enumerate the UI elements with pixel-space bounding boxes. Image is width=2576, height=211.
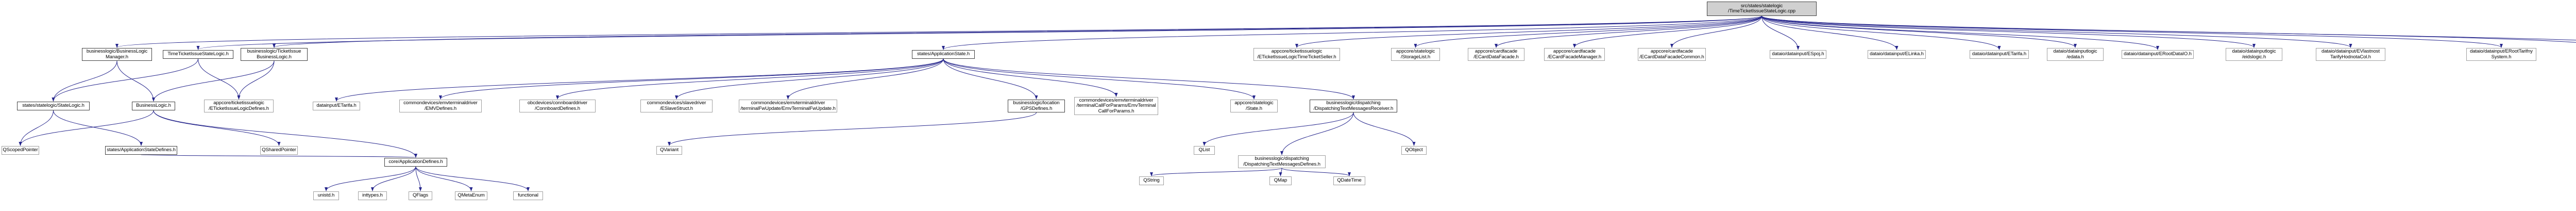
graph-edge: [153, 110, 281, 146]
graph-edge: [1295, 15, 1762, 48]
graph-node-appstatedefines[interactable]: states/ApplicationStateDefines.h: [105, 146, 177, 155]
graph-edge: [942, 15, 1762, 50]
graph-node-qdatetime[interactable]: QDateTime: [1333, 176, 1365, 185]
graph-edge: [1279, 168, 1282, 176]
graph-edge: [1761, 15, 2159, 50]
graph-edge: [943, 58, 1355, 100]
graph-node-storagelist[interactable]: appcore/statelogic /StorageList.h: [1391, 48, 1440, 61]
graph-node-emvcallparams[interactable]: commondevices/emvterminaldriver /termina…: [1074, 97, 1158, 115]
graph-node-appdefines[interactable]: core/ApplicationDefines.h: [384, 158, 447, 167]
graph-node-blmanager[interactable]: businesslogic/BusinessLogic Manager.h: [82, 48, 152, 61]
graph-edge: [197, 15, 1762, 50]
graph-edge: [1281, 168, 1351, 176]
graph-edge: [273, 15, 1762, 48]
graph-node-gpsdefines[interactable]: businesslogic/location /GPSDefines.h: [1008, 100, 1065, 112]
graph-edge: [1150, 168, 1282, 176]
graph-node-etilts[interactable]: appcore/ticketissuelogic /ETicketIssueLo…: [1253, 48, 1340, 61]
graph-edge: [1761, 15, 2576, 43]
graph-edge: [1761, 15, 1800, 50]
graph-edge: [237, 60, 275, 100]
graph-node-dispatching[interactable]: businesslogic/dispatching /DispatchingTe…: [1310, 100, 1397, 112]
graph-edge: [1761, 15, 1899, 50]
graph-node-qmetaenum[interactable]: QMetaEnum: [455, 191, 487, 200]
graph-node-etarifa2[interactable]: dataio/datainput/ETarifa.h: [1970, 50, 2029, 59]
graph-node-evlastnost[interactable]: dataio/datainput/EVlastnost TarifyHodnot…: [2316, 48, 2385, 61]
graph-edge: [52, 58, 198, 102]
graph-node-statelogic[interactable]: states/statelogic/StateLogic.h: [17, 102, 90, 110]
graph-edge: [668, 112, 1037, 146]
graph-edge: [1573, 15, 1762, 48]
graph-node-etilDefines[interactable]: appcore/ticketissuelogic /ETicketIssueLo…: [204, 100, 274, 112]
graph-node-qmap[interactable]: QMap: [1269, 176, 1292, 185]
graph-node-qstring[interactable]: QString: [1139, 176, 1164, 185]
graph-node-edata[interactable]: dataio/datainputlogic /edata.h: [2047, 48, 2104, 61]
graph-node-state[interactable]: appcore/statelogic /State.h: [1230, 100, 1278, 112]
graph-node-espoj[interactable]: dataio/datainput/ESpoj.h: [1770, 50, 1826, 59]
graph-node-functional[interactable]: functional: [513, 191, 543, 200]
graph-edge: [943, 58, 1256, 100]
graph-node-emvdefines[interactable]: commondevices/emvterminaldriver /EMVDefi…: [399, 100, 482, 112]
graph-edge: [439, 58, 944, 100]
graph-edge: [1280, 112, 1354, 155]
graph-node-elinka[interactable]: dataio/datainput/ELinka.h: [1868, 50, 1926, 59]
graph-edge: [1670, 15, 1762, 48]
graph-edge: [1414, 15, 1762, 48]
graph-edge: [943, 58, 1118, 97]
graph-edge: [415, 166, 473, 191]
graph-edge: [786, 58, 944, 100]
graph-edge: [1761, 15, 2576, 41]
graph-node-tibl[interactable]: businesslogic/TicketIssue BusinessLogic.…: [241, 48, 308, 61]
graph-edge: [1761, 15, 2503, 48]
graph-node-ecarddatacommon[interactable]: appcore/cardfacade /ECardDataFacadeCommo…: [1638, 48, 1706, 61]
graph-node-inttypes[interactable]: inttypes.h: [358, 191, 387, 200]
graph-edge: [52, 60, 117, 102]
graph-edge: [1495, 15, 1762, 48]
graph-node-etarifa1[interactable]: datainput/ETarifa.h: [313, 102, 360, 110]
graph-node-qvariant[interactable]: QVariant: [656, 146, 682, 155]
graph-edge: [325, 166, 416, 191]
graph-edge: [19, 110, 54, 146]
graph-node-ecardfmgr[interactable]: appcore/cardfacade /ECardFacadeManager.h: [1544, 48, 1605, 61]
graph-node-qflags[interactable]: QFlags: [409, 191, 432, 200]
graph-edge: [141, 153, 417, 158]
graph-edge: [19, 110, 154, 146]
graph-edge: [152, 60, 275, 102]
graph-node-eidslogic[interactable]: dataio/datainputlogic /eidslogic.h: [2226, 48, 2282, 61]
graph-edge: [1202, 112, 1354, 146]
graph-edge: [371, 166, 416, 191]
graph-edge: [1761, 15, 2256, 48]
graph-edge: [943, 58, 1038, 100]
graph-node-qobject[interactable]: QObject: [1401, 146, 1427, 155]
graph-node-qlist[interactable]: QList: [1194, 146, 1215, 155]
graph-node-businesslogic[interactable]: BusinessLogic.h: [132, 102, 175, 110]
graph-edge: [116, 60, 155, 102]
graph-node-emvfwupdate[interactable]: commondevices/emvterminaldriver /termina…: [739, 100, 837, 112]
graph-edge: [1353, 112, 1416, 146]
graph-edge: [1761, 15, 2001, 50]
graph-node-qsharedpointer[interactable]: QSharedPointer: [260, 146, 298, 155]
graph-node-dispatchingdefs[interactable]: businesslogic/dispatching /DispatchingTe…: [1238, 155, 1326, 168]
graph-edge: [1761, 15, 2077, 48]
graph-edge: [675, 58, 944, 100]
graph-node-unistd[interactable]: unistd.h: [313, 191, 339, 200]
graph-edge: [556, 58, 944, 100]
graph-edge: [115, 15, 1762, 48]
graph-node-connboard[interactable]: obcdevices/connboarddriver /ConnboardDef…: [519, 100, 596, 112]
graph-node-ecarddata[interactable]: appcore/cardfacade /ECardDataFacade.h: [1468, 48, 1524, 61]
graph-node-eslavestruct[interactable]: commondevices/slavedriver /ESlaveStruct.…: [640, 100, 713, 112]
graph-edge: [1761, 15, 2352, 48]
graph-edge: [335, 58, 944, 102]
graph-node-appstate[interactable]: states/ApplicationState.h: [912, 50, 975, 59]
graph-node-qscopedpointer[interactable]: QScopedPointer: [2, 146, 39, 155]
graph-edge: [53, 110, 143, 146]
graph-edge: [198, 58, 241, 100]
graph-node-eroottarifny[interactable]: dataio/datainput/ERootTarifny System.h: [2466, 48, 2536, 61]
graph-edge: [415, 166, 422, 191]
graph-edge: [415, 166, 530, 191]
graph-node-ttisl[interactable]: TimeTicketIssueStateLogic.h: [163, 50, 233, 59]
graph-node-root[interactable]: src/states/statelogic /TimeTicketIssueSt…: [1707, 2, 1817, 16]
graph-node-erootdataio[interactable]: dataio/datainput/ERootDataIO.h: [2122, 50, 2194, 59]
